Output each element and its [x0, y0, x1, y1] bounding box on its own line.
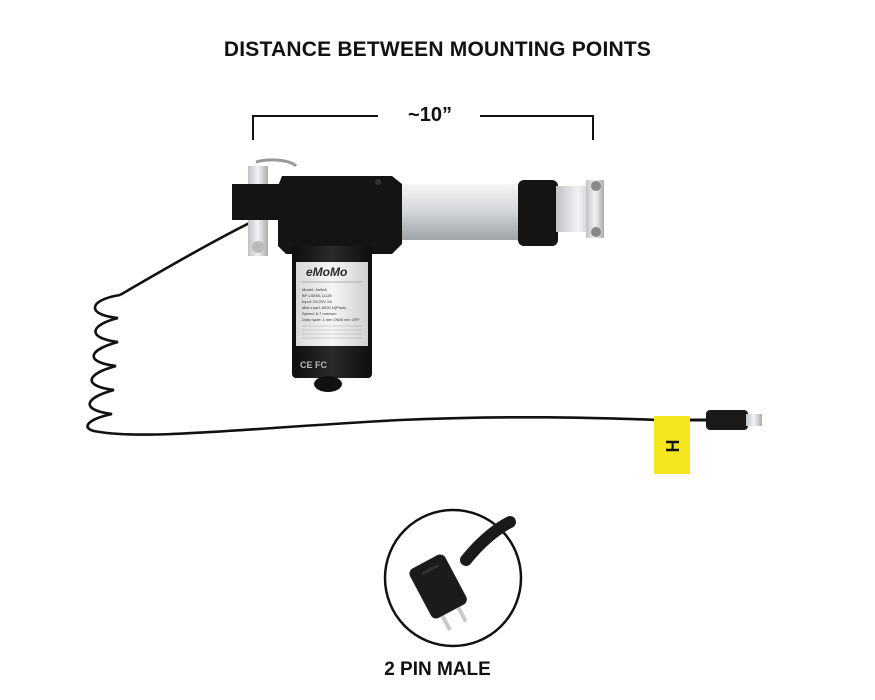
heading: DISTANCE BETWEEN MOUNTING POINTS	[223, 38, 652, 61]
label-line-5: Speed: 6.7 mm/sec	[302, 311, 336, 316]
rear-clevis-mount	[232, 158, 298, 256]
connector-inset	[383, 508, 523, 648]
inset-caption: 2 PIN MALE	[384, 659, 491, 680]
brand-text: eMoMo	[306, 265, 347, 279]
cable-tag: H	[654, 416, 690, 474]
front-clevis	[556, 180, 604, 238]
dimension-label: ~10”	[408, 104, 452, 126]
motor-label: eMoMo Model: Jw9n6 BP-L5265-11128 Input:…	[296, 262, 368, 346]
tag-letter: H	[662, 440, 682, 453]
gearbox-housing	[278, 176, 402, 254]
extension-rod	[396, 184, 526, 240]
label-line-6: Duty cycle: 1 min ON/6 min OFF	[302, 317, 360, 322]
dimension-bracket	[252, 115, 594, 140]
certification-marks: CE FC	[300, 360, 328, 370]
label-line-2: BP-L5265-11128	[302, 293, 332, 298]
label-line-4: Max.Load: 8000 N(Push)	[302, 305, 347, 310]
label-line-3: Input: DC29V 2A	[302, 299, 332, 304]
barrel-plug	[690, 410, 762, 430]
front-end-cap	[518, 180, 558, 246]
label-line-1: Model: Jw9n6	[302, 287, 327, 292]
